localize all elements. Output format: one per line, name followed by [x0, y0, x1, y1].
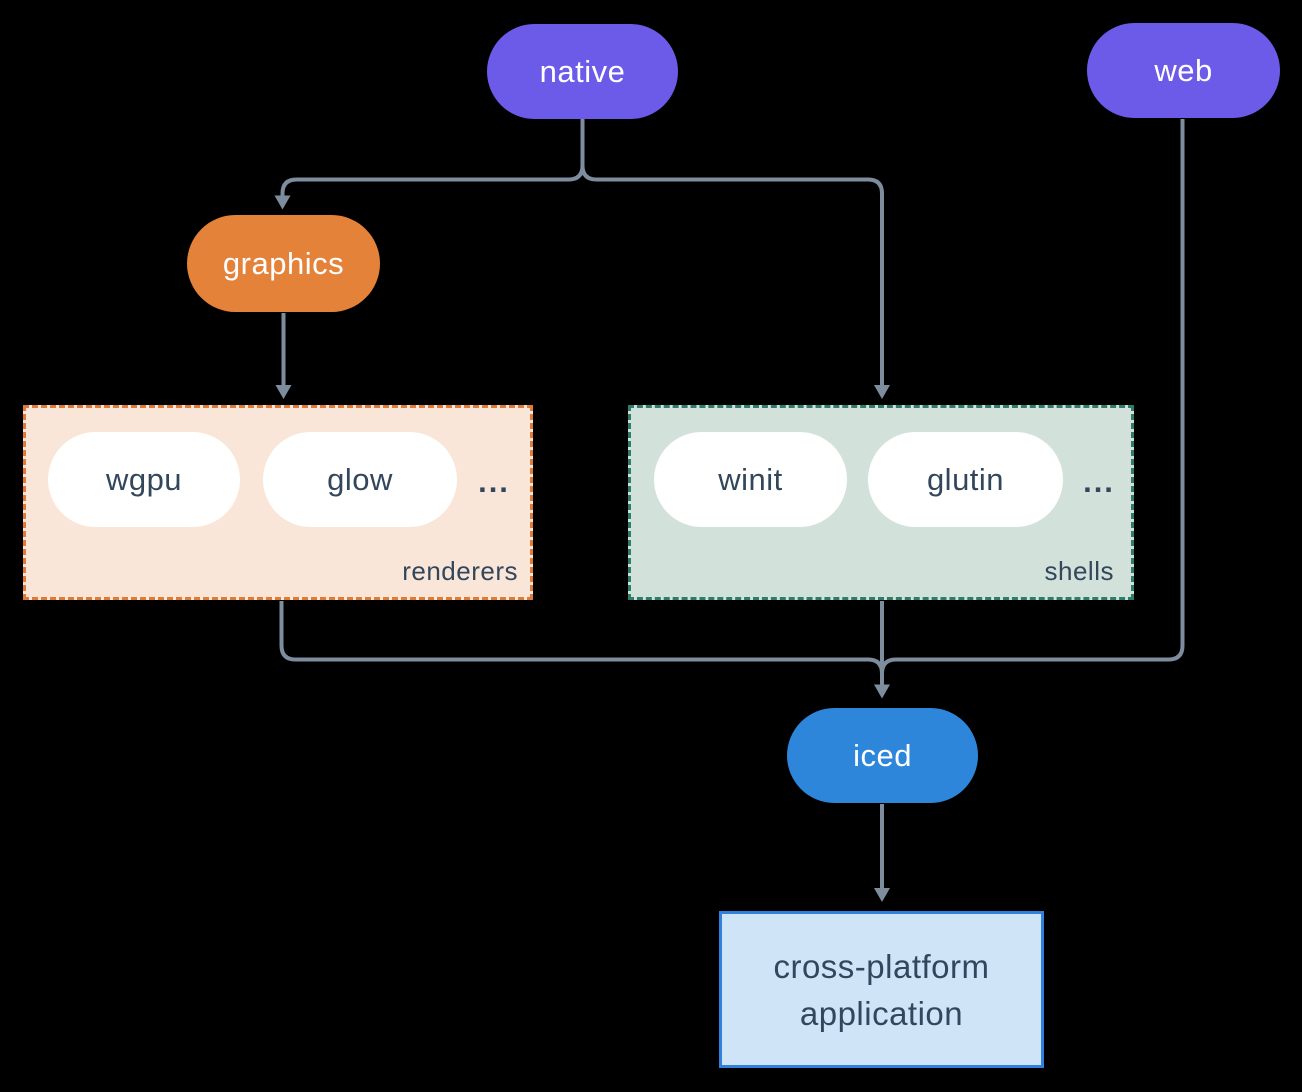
node-glutin: glutin [868, 432, 1063, 527]
node-glutin-label: glutin [926, 461, 1005, 497]
group-renderers: wgpu glow ... renderers [23, 405, 533, 600]
node-web: web [1087, 23, 1280, 118]
edge-native-graphics [280, 119, 585, 197]
node-web-label: web [1154, 52, 1213, 88]
shells-ellipsis: ... [1083, 464, 1115, 499]
node-graphics-label: graphics [222, 245, 345, 281]
arrowhead-merge-iced [874, 684, 890, 699]
edge-renderers-iced [279, 601, 884, 685]
node-wgpu: wgpu [48, 432, 240, 527]
app-label-line2: application [799, 994, 964, 1032]
arrowhead-iced-app [874, 888, 890, 902]
node-glow-label: glow [327, 461, 393, 497]
node-native-label: native [539, 53, 626, 89]
app-label-line1: cross-platform [773, 947, 990, 985]
node-cross-platform-application: cross-platform application [719, 911, 1044, 1068]
arrowhead-native-graphics [274, 195, 291, 210]
shells-caption: shells [1044, 556, 1114, 586]
node-native: native [487, 24, 678, 119]
group-shells: winit glutin ... shells [628, 405, 1134, 600]
node-wgpu-label: wgpu [105, 461, 183, 497]
node-winit: winit [654, 432, 847, 527]
edge-native-shells [580, 119, 884, 386]
renderers-caption: renderers [402, 556, 518, 586]
arrowhead-native-shells [874, 385, 890, 399]
renderers-ellipsis: ... [478, 464, 510, 499]
node-iced: iced [787, 708, 978, 803]
node-winit-label: winit [718, 461, 783, 497]
arrowhead-graphics-renderers [275, 385, 292, 399]
node-glow: glow [263, 432, 457, 527]
node-graphics: graphics [187, 215, 380, 312]
node-iced-label: iced [853, 737, 912, 773]
